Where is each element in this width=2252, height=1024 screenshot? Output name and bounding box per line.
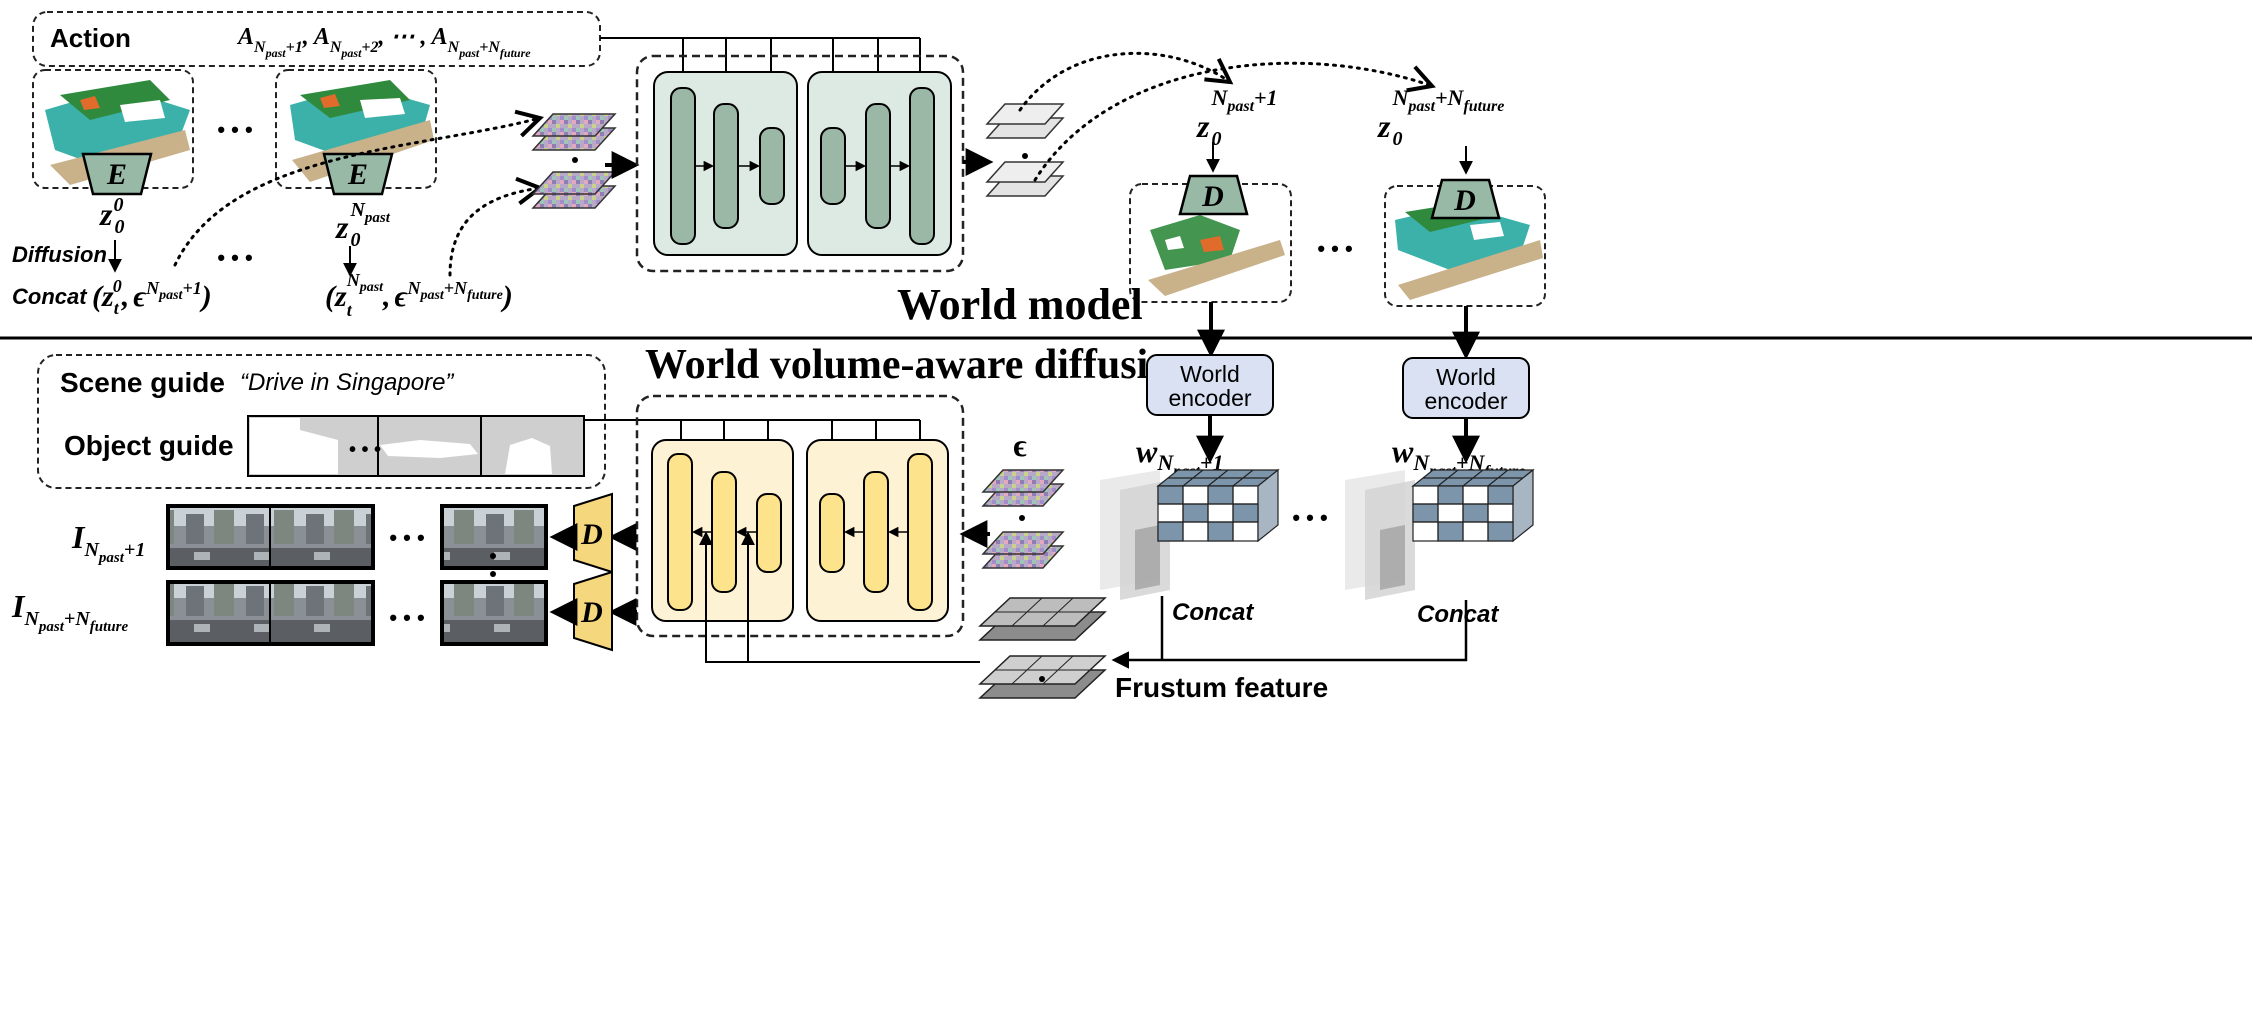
concat-label-top: Concat	[12, 284, 88, 309]
image-label-npast-plus1: INpast+1	[71, 519, 145, 566]
ellipsis-top-3: • • •	[1317, 236, 1352, 261]
image-row-2: • • •	[166, 580, 548, 646]
object-mask-ellipsis: • • •	[349, 439, 381, 461]
decoder-bottom-2-letter: D	[580, 596, 603, 629]
encoder-1-letter: E	[106, 158, 127, 191]
encoder-2-letter: E	[347, 158, 368, 191]
world-encoder-2-line-1: World	[1436, 364, 1496, 390]
world-model-title: World model	[897, 280, 1143, 329]
decoder-top-1-letter: D	[1201, 180, 1224, 213]
diffusion-unet	[635, 394, 965, 638]
ellipsis-bottom-volumes: • • •	[1292, 505, 1327, 530]
world-volume-2	[1345, 468, 1535, 600]
encoder-1: E	[81, 152, 153, 196]
decoder-bottom-1-letter: D	[580, 518, 603, 551]
decoder-top-2-letter: D	[1453, 184, 1476, 217]
concat-pair-2: (ztNpast,ϵNpast+Nfuture)	[325, 270, 513, 320]
epsilon-label: ϵ	[1013, 427, 1027, 463]
concat-line-right	[1111, 600, 1468, 669]
concat-label-bottom-2: Concat	[1417, 601, 1499, 628]
action-sequence: ANpast+1, ANpast+2, ⋯ , ANpast+Nfuture	[236, 24, 531, 60]
world-encoder-1: World encoder	[1146, 354, 1274, 416]
decoder-bottom-2: D	[573, 570, 613, 652]
scene-guide-text: “Drive in Singapore”	[240, 369, 454, 396]
world-model-unet	[635, 54, 965, 273]
concat-pair-1: (zt0,ϵNpast+1)	[92, 276, 212, 318]
encoder-2: E	[322, 152, 394, 196]
output-occupancy-1	[1129, 183, 1292, 303]
decoder-bottom-1: D	[573, 492, 613, 574]
image-rows-ellipsis-dot-2	[490, 571, 496, 577]
dotted-curve-1	[173, 109, 544, 267]
predicted-latent-stack	[985, 103, 1065, 197]
diffusion-label: Diffusion	[12, 242, 107, 267]
guide-box: Scene guide “Drive in Singapore” Object …	[37, 354, 606, 489]
image-label-npast-plus-nfuture: INpast+Nfuture	[11, 588, 128, 635]
action-box: Action ANpast+1, ANpast+2, ⋯ , ANpast+Nf…	[32, 11, 601, 67]
world-encoder-1-line-1: World	[1180, 361, 1240, 387]
noisy-latent-stack-top	[531, 113, 617, 209]
image-row-1: • • •	[166, 504, 548, 570]
dotted-curve-3	[1018, 51, 1234, 112]
dotted-curve-4	[1033, 61, 1436, 182]
action-label: Action	[50, 23, 131, 53]
frustum-feature-stack	[978, 597, 1107, 699]
ellipsis-top-2: • • •	[217, 245, 252, 270]
world-encoder-2-line-2: encoder	[1424, 388, 1507, 414]
decoder-top-1: D	[1178, 174, 1249, 216]
world-volume-aware-diffusion-title: World volume-aware diffusion	[645, 342, 1193, 388]
image-row-2-ellipsis: • • •	[389, 605, 424, 630]
dotted-curve-2	[448, 176, 545, 277]
scene-guide-label: Scene guide	[60, 367, 225, 398]
concat-label-bottom-1: Concat	[1172, 599, 1254, 626]
world-encoder-1-line-2: encoder	[1168, 385, 1251, 411]
decoder-top-2: D	[1430, 178, 1501, 220]
image-rows-ellipsis-dot-1	[490, 553, 496, 559]
frustum-feature-label: Frustum feature	[1115, 672, 1328, 703]
image-row-1-ellipsis: • • •	[389, 525, 424, 550]
ellipsis-top-1: • • •	[217, 117, 252, 142]
object-guide-label: Object guide	[64, 430, 234, 461]
noisy-latent-stack-bottom	[981, 469, 1065, 569]
world-volume-1	[1100, 468, 1280, 600]
frustum-to-unet-line	[699, 531, 980, 663]
world-encoder-2: World encoder	[1402, 357, 1530, 419]
